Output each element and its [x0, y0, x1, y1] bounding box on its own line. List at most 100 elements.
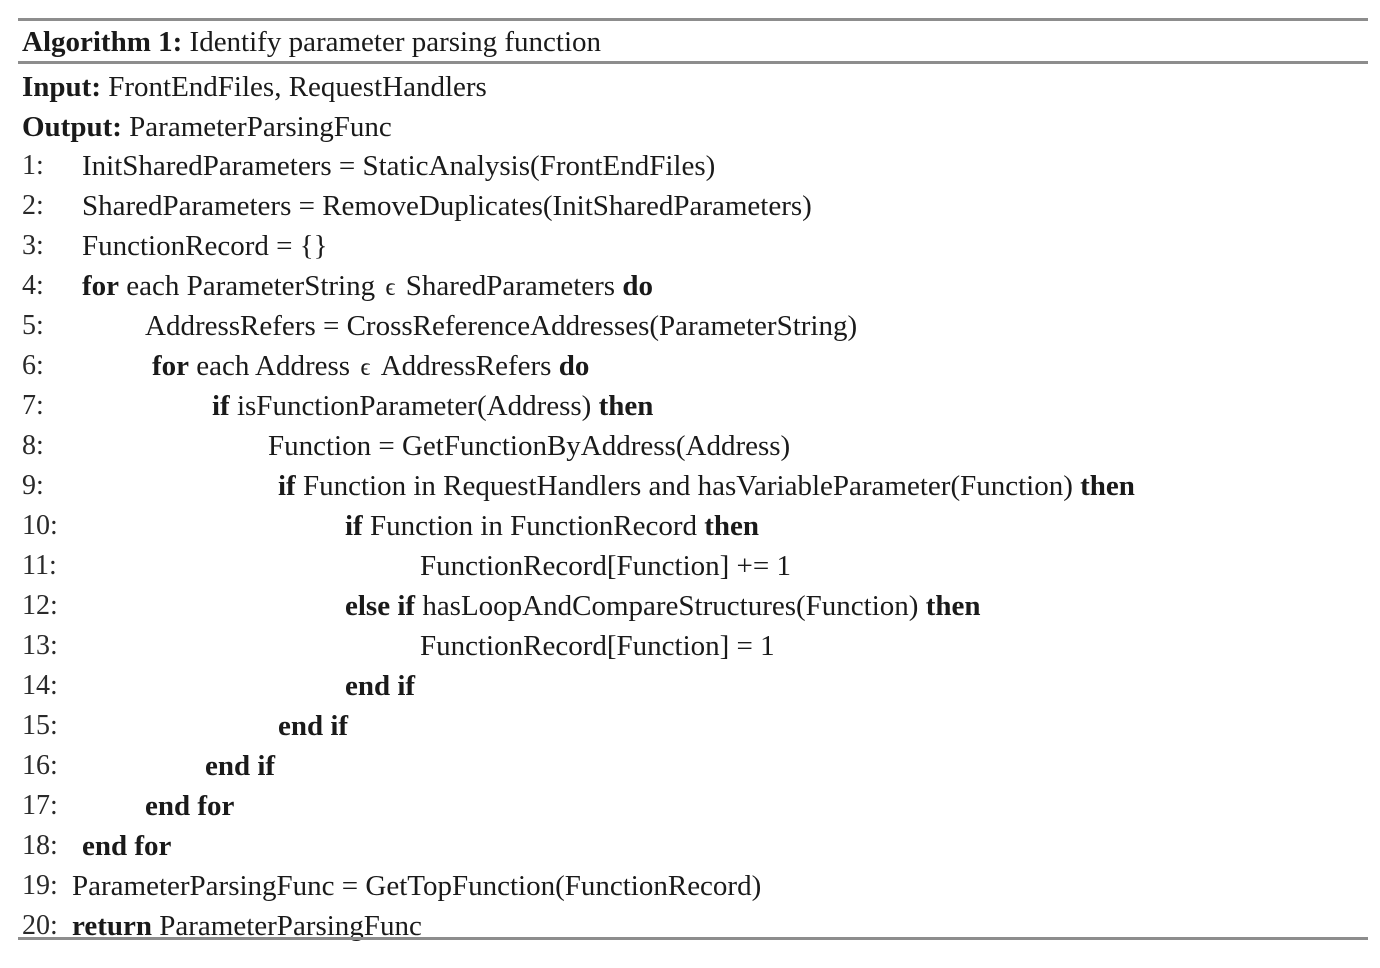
code-text: ParameterParsingFunc = GetTopFunction(Fu… [72, 870, 762, 902]
algorithm-step: 1:InitSharedParameters = StaticAnalysis(… [0, 146, 1380, 186]
step-text: AddressRefers = CrossReferenceAddresses(… [145, 306, 857, 346]
keyword: then [704, 510, 760, 542]
code-text: Function in RequestHandlers and hasVaria… [295, 470, 1081, 502]
keyword: end for [82, 830, 172, 862]
step-number: 13: [22, 630, 58, 661]
algorithm-label: Algorithm 1: [22, 26, 183, 58]
top-rule [18, 18, 1368, 21]
algorithm-step: 3:FunctionRecord = {} [0, 226, 1380, 266]
algorithm-step: 17: end for [0, 786, 1380, 826]
code-text: SharedParameters = RemoveDuplicates(Init… [82, 190, 812, 222]
code-text: FunctionRecord[Function] = 1 [420, 630, 775, 662]
keyword: then [925, 590, 981, 622]
code-text: Function in FunctionRecord [362, 510, 705, 542]
input-label: Input: [22, 71, 101, 103]
step-number: 7: [22, 390, 44, 421]
algorithm-steps: 1:InitSharedParameters = StaticAnalysis(… [0, 146, 1380, 946]
keyword: if [345, 510, 363, 542]
step-text: ParameterParsingFunc = GetTopFunction(Fu… [72, 866, 761, 906]
keyword: end if [278, 710, 349, 742]
algorithm-step: 16:end if [0, 746, 1380, 786]
step-number: 2: [22, 190, 44, 221]
keyword: if [212, 390, 230, 422]
algorithm-step: 4: for each ParameterString ϵ SharedParam… [0, 266, 1380, 306]
step-text: InitSharedParameters = StaticAnalysis(Fr… [82, 146, 715, 186]
element-of-icon: ϵ [360, 354, 371, 381]
algorithm-step: 10: if Function in FunctionRecord then [0, 506, 1380, 546]
keyword: then [1080, 470, 1135, 502]
step-number: 5: [22, 310, 44, 341]
keyword: do [622, 270, 653, 302]
step-text: if isFunctionParameter(Address) then [212, 386, 653, 426]
algorithm-step: 2: SharedParameters = RemoveDuplicates(In… [0, 186, 1380, 226]
step-text: end if [278, 706, 348, 746]
step-text: end for [82, 826, 171, 866]
code-text: isFunctionParameter(Address) [229, 390, 599, 422]
algorithm-step: 18: end for [0, 826, 1380, 866]
step-number: 15: [22, 710, 58, 741]
algorithm-step: 14: end if [0, 666, 1380, 706]
keyword: end for [145, 790, 235, 822]
step-text: if Function in RequestHandlers and hasVa… [278, 466, 1135, 506]
keyword: end if [345, 670, 416, 702]
keyword: for [82, 270, 120, 302]
step-number: 4: [22, 270, 44, 301]
code-text: ParameterParsingFunc [152, 910, 422, 942]
step-text: else if hasLoopAndCompareStructures(Func… [345, 586, 981, 626]
code-text: AddressRefers = CrossReferenceAddresses(… [145, 310, 858, 342]
header-divider-rule [18, 61, 1368, 64]
bottom-rule [18, 937, 1368, 940]
step-text: end if [345, 666, 415, 706]
keyword: end if [205, 750, 276, 782]
algorithm-step: 5: AddressRefers = CrossReferenceAddresse… [0, 306, 1380, 346]
algorithm-step: 20: return ParameterParsingFunc [0, 906, 1380, 946]
step-text: FunctionRecord = {} [82, 226, 328, 266]
keyword: do [558, 350, 590, 382]
keyword: else if [345, 590, 416, 622]
step-text: FunctionRecord[Function] += 1 [420, 546, 791, 586]
step-text: SharedParameters = RemoveDuplicates(Init… [82, 186, 812, 226]
algorithm-step: 7: if isFunctionParameter(Address) then [0, 386, 1380, 426]
input-value: FrontEndFiles, RequestHandlers [108, 71, 487, 103]
step-number: 6: [22, 350, 44, 381]
step-number: 8: [22, 430, 44, 461]
code-text: each ParameterString [119, 270, 383, 302]
step-number: 14: [22, 670, 58, 701]
element-of-icon: ϵ [385, 274, 396, 301]
algorithm-step: 15: end if [0, 706, 1380, 746]
algorithm-step: 19: ParameterParsingFunc = GetTopFunction… [0, 866, 1380, 906]
keyword: if [278, 470, 296, 502]
algorithm-step: 8: Function = GetFunctionByAddress(Addres… [0, 426, 1380, 466]
algorithm-title-text: Identify parameter parsing function [189, 26, 602, 58]
code-text: Function = GetFunctionByAddress(Address) [268, 430, 791, 462]
step-text: end for [145, 786, 234, 826]
step-text: if Function in FunctionRecord then [345, 506, 759, 546]
algorithm-title: Algorithm 1: Identify parameter parsing … [22, 23, 601, 61]
algorithm-step: 9:if Function in RequestHandlers and has… [0, 466, 1380, 506]
output-value: ParameterParsingFunc [129, 111, 392, 143]
step-number: 17: [22, 790, 58, 821]
step-text: for each ParameterString ϵ SharedParamet… [82, 266, 653, 308]
output-label: Output: [22, 111, 122, 143]
step-number: 20: [22, 910, 58, 941]
code-text: AddressRefers [373, 350, 559, 382]
code-text: FunctionRecord = {} [82, 230, 328, 262]
algorithm-step: 11: FunctionRecord[Function] += 1 [0, 546, 1380, 586]
algorithm-step: 13: FunctionRecord[Function] = 1 [0, 626, 1380, 666]
step-number: 19: [22, 870, 58, 901]
keyword: return [72, 910, 153, 942]
step-number: 10: [22, 510, 58, 541]
step-number: 11: [22, 550, 57, 581]
step-text: FunctionRecord[Function] = 1 [420, 626, 775, 666]
output-line: Output: ParameterParsingFunc [22, 108, 392, 146]
step-number: 12: [22, 590, 58, 621]
keyword: then [598, 390, 654, 422]
algorithm-step: 12: else if hasLoopAndCompareStructures(F… [0, 586, 1380, 626]
step-text: for each Address ϵ AddressRefers do [152, 346, 589, 388]
step-text: end if [205, 746, 275, 786]
code-text: each Address [189, 350, 358, 382]
input-line: Input: FrontEndFiles, RequestHandlers [22, 68, 487, 106]
step-text: return ParameterParsingFunc [72, 906, 422, 946]
step-number: 18: [22, 830, 58, 861]
